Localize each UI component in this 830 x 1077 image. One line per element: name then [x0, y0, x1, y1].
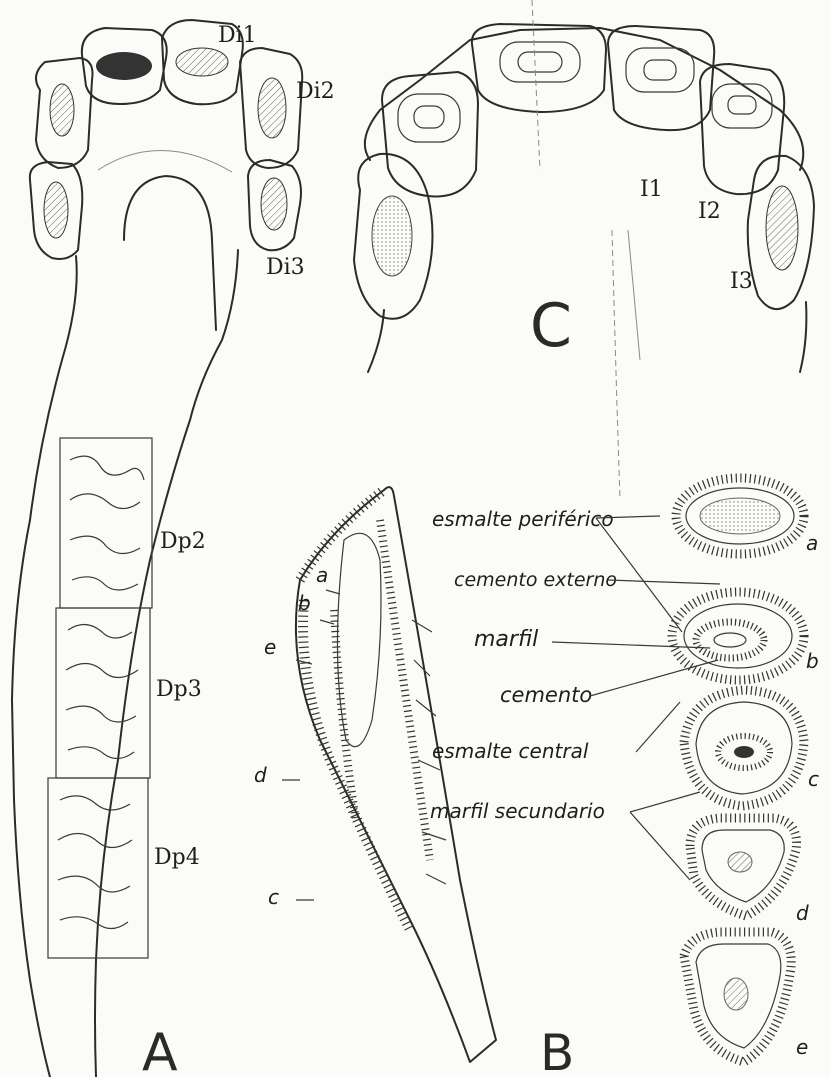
label-cemento: cemento [500, 683, 592, 707]
level-mark-c: c [268, 885, 279, 909]
section-label-e: e [796, 1035, 808, 1059]
panel-a-jaw: Di1 Di2 Di3 Dp2 Dp3 Dp4 A [12, 20, 335, 1077]
section-label-a: a [806, 531, 818, 555]
label-dp2: Dp2 [160, 529, 206, 554]
label-esmalte-central: esmalte central [432, 739, 589, 763]
label-cemento-externo: cemento externo [454, 569, 617, 591]
label-dp4: Dp4 [154, 845, 200, 870]
premolar-block [48, 438, 152, 958]
label-i1: I1 [640, 177, 663, 202]
section-c [684, 690, 804, 806]
panel-letter-a: A [142, 1023, 178, 1077]
label-esmalte-periferico: esmalte periférico [432, 507, 614, 531]
level-mark-e: e [264, 635, 276, 659]
panel-a-incisor-teeth [30, 20, 302, 259]
tissue-labels: esmalte periférico cemento externo marfi… [430, 507, 720, 880]
label-dp3: Dp3 [156, 677, 202, 702]
section-label-c: c [808, 767, 819, 791]
label-i3: I3 [730, 269, 753, 294]
section-label-d: d [796, 901, 809, 925]
jaw-outline [12, 256, 77, 1077]
label-marfil-secundario: marfil secundario [430, 799, 605, 823]
label-di1: Di1 [218, 23, 257, 48]
panel-letter-c: C [530, 291, 572, 361]
label-i2: I2 [698, 199, 721, 224]
label-di3: Di3 [266, 255, 305, 280]
level-mark-a: a [316, 563, 328, 587]
section-e [684, 932, 791, 1062]
label-di2: Di2 [296, 79, 335, 104]
section-a [676, 478, 804, 554]
label-marfil: marfil [474, 627, 538, 652]
panel-c-arcade: I1 I2 I3 C [354, 0, 814, 500]
section-label-b: b [806, 649, 819, 673]
level-mark-d: d [254, 763, 267, 787]
section-d [690, 818, 797, 916]
level-mark-b: b [298, 591, 311, 615]
cross-sections: a b c d e [672, 478, 819, 1062]
panel-letter-b: B [540, 1024, 574, 1077]
